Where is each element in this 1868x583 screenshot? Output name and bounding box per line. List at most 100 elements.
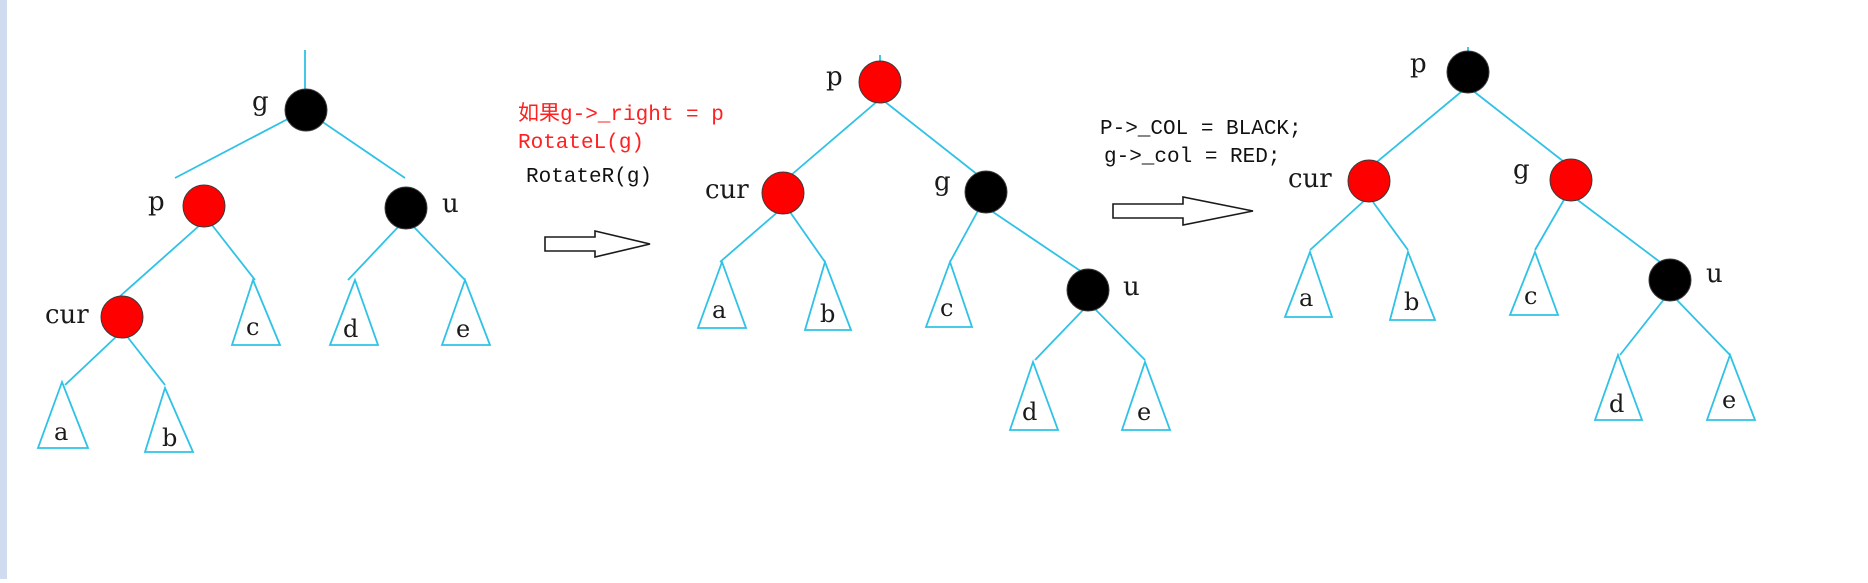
tree-before-nodes [100,88,428,339]
tree-after-rotation-labels: p cur g u [705,62,1140,302]
note-rotate-condition: 如果g->_right = p [518,102,724,127]
subtree-label-a: a [54,418,68,446]
subtree-e [1705,352,1757,421]
node-label-u: u [1123,272,1140,302]
tree-before-labels: g p u cur [45,87,459,330]
edge [347,224,401,281]
edge [411,224,466,281]
subtree-label-d: d [1022,398,1037,426]
subtree-label-b: b [1404,288,1419,316]
subtree-b [143,385,195,453]
note-recolor-parent: P->_COL = BLACK; [1100,118,1302,141]
edge [117,224,201,299]
subtree-b [1388,249,1437,321]
subtree-a [1283,249,1334,318]
edge [949,206,981,263]
tree-after-recolor-subtree-labels: a b c d e [1299,282,1736,418]
node-g [964,170,1008,214]
subtree-label-e: e [1722,386,1736,414]
subtree-b [803,259,853,331]
edge [1674,297,1731,356]
node-p [182,184,226,228]
edge [1471,89,1569,166]
tree-after-rotation-subtrees [696,259,1172,431]
subtree-label-d: d [343,315,358,343]
window-edge [0,0,7,579]
edge [211,224,256,281]
subtree-a [36,379,90,449]
subtree-label-c: c [1524,282,1537,310]
subtree-c [230,277,282,346]
node-cur [1347,159,1391,203]
node-label-p: p [826,62,843,92]
note-recolor-grandparent: g->_col = RED; [1104,146,1280,169]
node-cur [761,171,805,215]
edge [883,100,979,176]
edge [989,209,1083,273]
node-p [1446,50,1490,94]
edge [1034,307,1086,361]
tree-after-rotation-nodes [761,60,1110,312]
node-label-g: g [1513,155,1530,185]
right-arrow-icon [1112,196,1254,226]
tree-after-recolor: a b c d e p cur g u [1283,47,1757,421]
edge [1093,307,1146,361]
rotation-notes: 如果g->_right = p RotateL(g) RotateR(g) [518,102,724,189]
subtree-label-c: c [246,313,259,341]
tree-after-recolor-nodes [1347,50,1692,302]
tree-before: a b c d e g p u cur [36,50,492,453]
tree-before-subtree-labels: a b c d e [54,313,470,452]
subtree-d [1593,352,1644,421]
tree-before-subtrees [36,277,492,453]
note-rotate-right: RotateR(g) [526,166,652,189]
subtree-label-a: a [1299,284,1313,312]
node-g [1549,158,1593,202]
edge [1534,197,1566,251]
tree-after-recolor-edges [1309,47,1731,356]
edge [1372,201,1409,251]
recolor-notes: P->_COL = BLACK; g->_col = RED; [1100,118,1302,169]
edge [125,334,166,386]
edge [1619,297,1666,356]
node-label-g: g [252,87,269,117]
node-label-p: p [148,187,165,217]
tree-after-rotation-edges [719,55,1146,361]
subtree-d [328,277,380,346]
node-label-cur: cur [45,300,89,330]
subtree-label-e: e [1137,398,1151,426]
subtree-label-b: b [820,300,835,328]
subtree-c [924,259,974,328]
subtree-e [1120,359,1172,431]
node-u [1066,268,1110,312]
edge [789,211,826,263]
subtree-d [1008,359,1060,431]
edge [789,98,881,177]
node-u [384,186,428,230]
tree-after-recolor-labels: p cur g u [1288,49,1723,289]
edge [1371,86,1468,167]
node-label-u: u [1706,259,1723,289]
tree-after-rotation-subtree-labels: a b c d e [712,294,1151,426]
node-label-cur: cur [1288,164,1332,194]
subtree-label-d: d [1609,390,1624,418]
node-cur [100,295,144,339]
subtree-label-c: c [940,294,953,322]
node-label-cur: cur [705,175,749,205]
subtree-a [696,259,748,329]
edge [174,109,306,179]
node-g [284,88,328,132]
node-u [1648,258,1692,302]
edge [1309,199,1366,251]
subtree-label-a: a [712,296,726,324]
tree-after-rotation: a b c d e p cur g u [696,55,1172,431]
subtree-label-b: b [162,424,177,452]
subtree-c [1508,249,1560,316]
note-rotate-left: RotateL(g) [518,132,644,155]
node-label-g: g [934,167,951,197]
edge [719,209,781,263]
subtree-label-e: e [456,315,470,343]
node-label-u: u [442,189,459,219]
node-p [858,60,902,104]
